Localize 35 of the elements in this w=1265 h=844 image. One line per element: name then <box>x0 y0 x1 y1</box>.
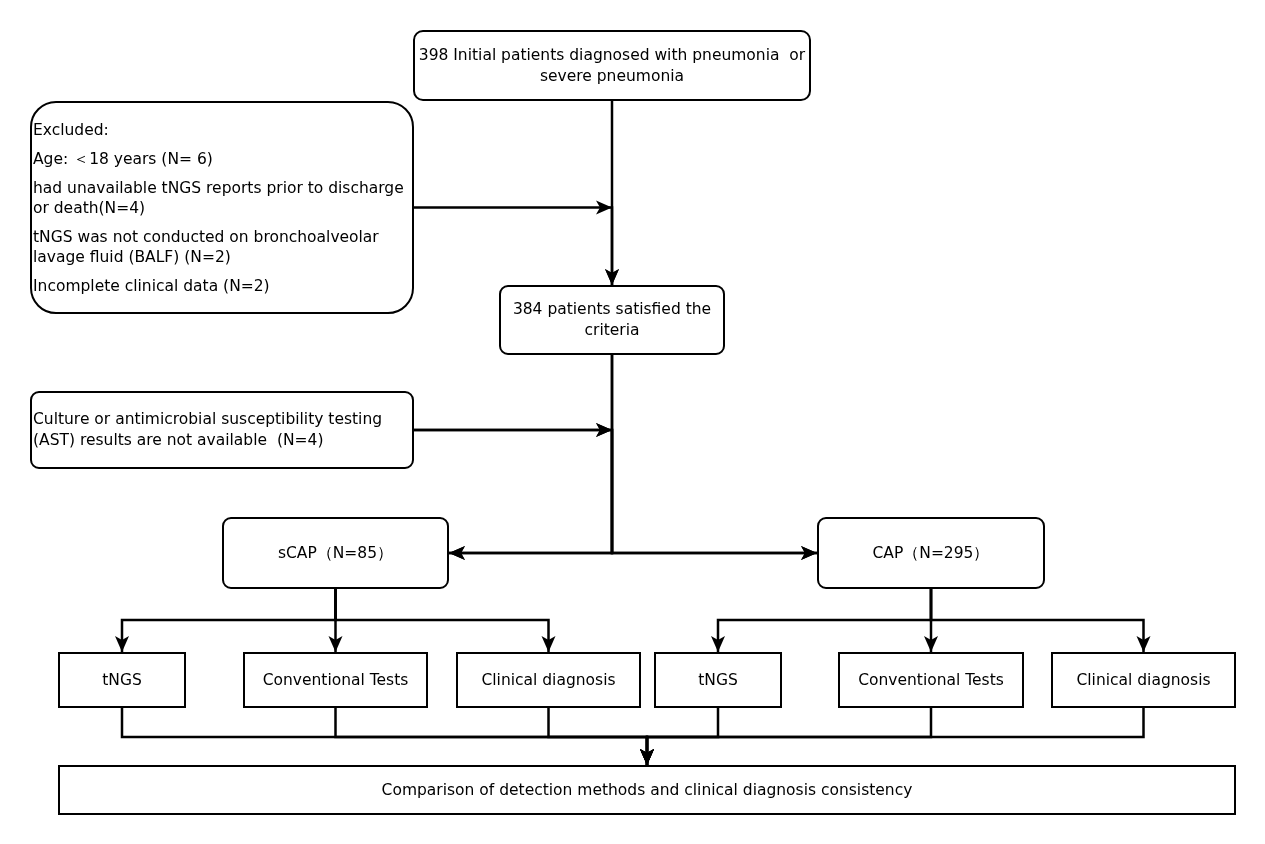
process-box <box>499 285 725 355</box>
method-label: Conventional Tests <box>858 669 1004 691</box>
arrow <box>414 200 619 285</box>
exclusion-heading: Excluded: <box>33 119 109 140</box>
method-box <box>654 652 782 708</box>
exclusion-criterion: tNGS was not conducted on bronchoalveolar lavage fluid (BALF) (N=2) <box>33 226 380 267</box>
exclusion-criterion: Age: ＜18 years (N= 6) <box>33 148 213 169</box>
step-description: 384 patients satisfied the criteria <box>511 299 713 341</box>
exclusion-criterion: had unavailable tNGS reports prior to discharge or death(N=4) <box>33 177 405 218</box>
method-box <box>58 652 186 708</box>
method-label: tNGS <box>698 669 738 691</box>
method-box <box>1051 652 1236 708</box>
method-box <box>838 652 1024 708</box>
exclusion-box <box>30 101 414 314</box>
method-label: Clinical diagnosis <box>481 669 616 691</box>
group-box <box>222 517 449 589</box>
arrow <box>640 708 1145 765</box>
method-box <box>243 652 428 708</box>
method-label: tNGS <box>102 669 142 691</box>
arrow <box>334 589 556 652</box>
outcome-box <box>58 765 1236 815</box>
arrow <box>414 423 817 560</box>
arrow <box>929 589 1151 652</box>
exclusion-criterion: Culture or antimicrobial susceptibility testing (AST) results are not available (N=4) <box>33 409 384 451</box>
method-box <box>456 652 641 708</box>
outcome-description: Comparison of detection methods and clinical diagnosis consistency <box>381 779 913 801</box>
exclusion-criterion: Incomplete clinical data (N=2) <box>33 275 270 296</box>
step-description: 398 Initial patients diagnosed with pneumonia or severe pneumonia <box>417 44 807 87</box>
method-label: Conventional Tests <box>262 669 409 691</box>
group-box <box>817 517 1045 589</box>
group-label: CAP（N=295） <box>872 542 990 564</box>
exclusion-box <box>30 391 414 469</box>
group-label: sCAP（N=85） <box>277 542 394 564</box>
start-box <box>413 30 811 101</box>
method-label: Clinical diagnosis <box>1076 669 1211 691</box>
